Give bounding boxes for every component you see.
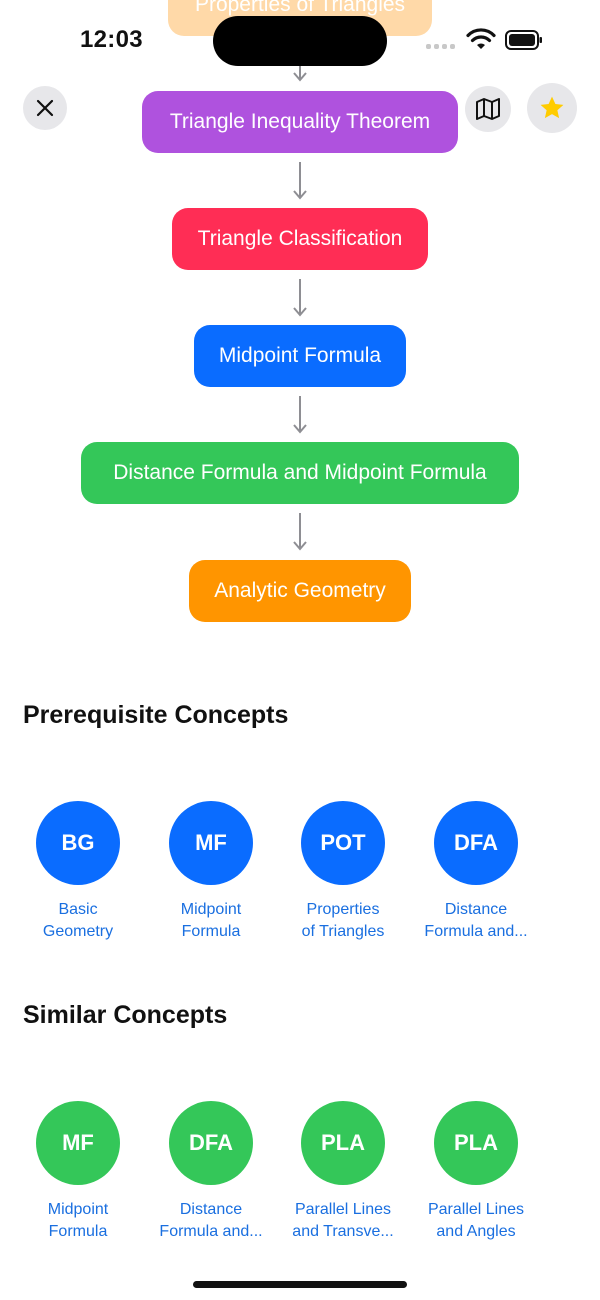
flow-node-triangle-classification[interactable]: Triangle Classification <box>172 208 428 270</box>
concept-avatar: DFA <box>434 801 518 885</box>
similar-concept-item[interactable]: DFA Distance Formula and... <box>156 1101 266 1243</box>
flow-arrow <box>293 279 307 317</box>
map-button[interactable] <box>465 86 511 132</box>
concept-label: Midpoint Formula <box>180 901 242 940</box>
similar-concepts-title: Similar Concepts <box>23 1001 228 1029</box>
similar-concept-item[interactable]: MF Midpoint Formula <box>23 1101 133 1243</box>
concept-avatar: POT <box>301 801 385 885</box>
concept-label: Properties of Triangles <box>301 901 385 940</box>
prerequisite-concept-item[interactable]: DFA Distance Formula and... <box>421 801 531 943</box>
flow-node-triangle-inequality[interactable]: Triangle Inequality Theorem <box>142 91 458 153</box>
wifi-icon <box>466 28 496 49</box>
concept-label: Midpoint Formula <box>47 1201 109 1240</box>
star-icon <box>540 96 564 119</box>
close-icon <box>36 99 54 117</box>
map-icon <box>476 98 500 120</box>
flow-arrow <box>293 513 307 551</box>
battery-icon <box>505 30 542 50</box>
cellular-signal-icon <box>426 44 455 49</box>
flow-node-distance-and-midpoint[interactable]: Distance Formula and Midpoint Formula <box>81 442 519 504</box>
prerequisite-concept-item[interactable]: MF Midpoint Formula <box>156 801 266 943</box>
flow-arrow <box>293 162 307 200</box>
concept-avatar: BG <box>36 801 120 885</box>
concept-avatar: PLA <box>434 1101 518 1185</box>
concept-label: Distance Formula and... <box>424 901 528 940</box>
home-indicator[interactable] <box>193 1281 407 1288</box>
concept-label: Parallel Lines and Transve... <box>292 1201 394 1240</box>
concept-avatar: MF <box>36 1101 120 1185</box>
prerequisite-concepts-title: Prerequisite Concepts <box>23 701 289 729</box>
dynamic-island <box>213 16 387 66</box>
concept-label: Distance Formula and... <box>159 1201 263 1240</box>
concept-avatar: DFA <box>169 1101 253 1185</box>
concept-label: Basic Geometry <box>42 901 114 940</box>
prerequisite-concept-item[interactable]: BG Basic Geometry <box>23 801 133 943</box>
status-time: 12:03 <box>80 26 143 53</box>
close-button[interactable] <box>23 86 67 130</box>
prerequisite-concept-item[interactable]: POT Properties of Triangles <box>288 801 398 943</box>
similar-concept-item[interactable]: PLA Parallel Lines and Angles <box>421 1101 531 1243</box>
similar-concept-item[interactable]: PLA Parallel Lines and Transve... <box>288 1101 398 1243</box>
flow-arrow <box>293 396 307 434</box>
concept-avatar: PLA <box>301 1101 385 1185</box>
flow-node-analytic-geometry[interactable]: Analytic Geometry <box>189 560 411 622</box>
concept-label: Parallel Lines and Angles <box>427 1201 525 1240</box>
favorite-button[interactable] <box>527 83 577 133</box>
concept-avatar: MF <box>169 801 253 885</box>
flow-node-midpoint-formula[interactable]: Midpoint Formula <box>194 325 406 387</box>
